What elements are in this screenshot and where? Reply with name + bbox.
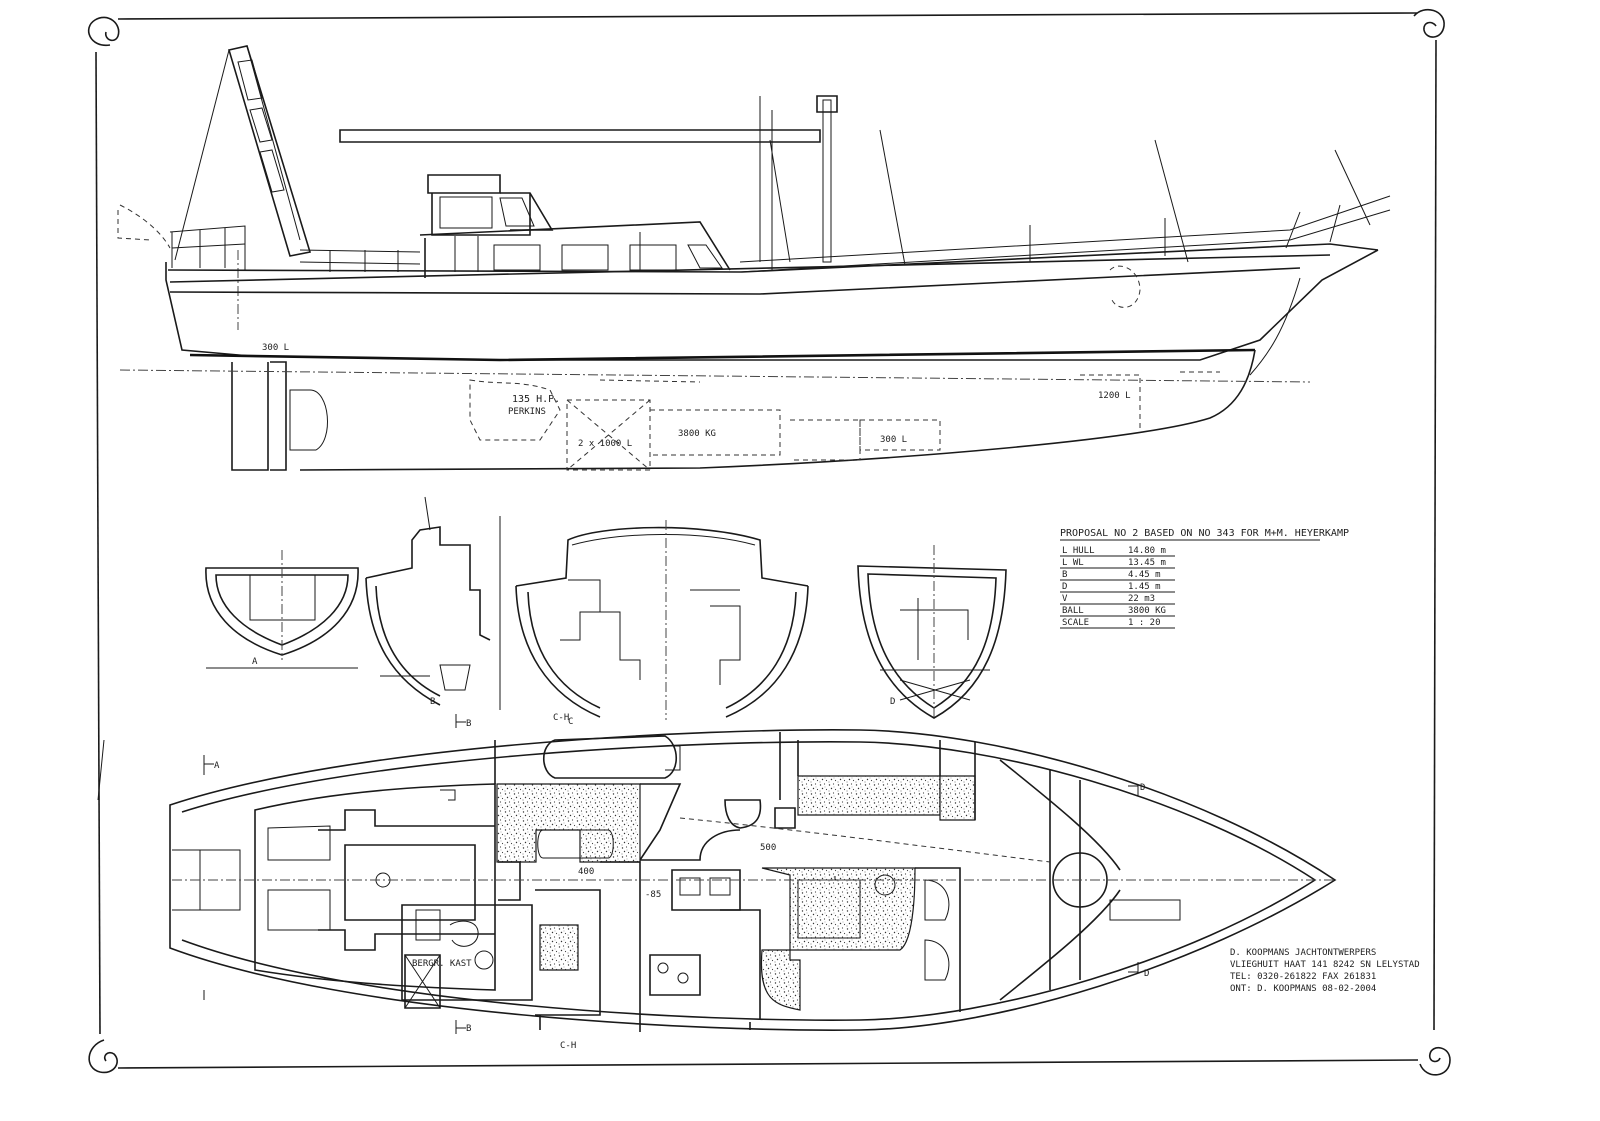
locker-label: BERGR. KAST xyxy=(412,959,472,969)
dim-85: -85 xyxy=(645,890,661,900)
title-block: D. KOOPMANS JACHTONTWERPERS VLIEGHUIT HA… xyxy=(1230,948,1420,994)
section-d-label: D xyxy=(890,697,895,707)
dim-400: 400 xyxy=(578,867,594,877)
spec-value-scale: 1 : 20 xyxy=(1128,618,1161,628)
section-b-label: B xyxy=(430,697,435,707)
section-b: B xyxy=(365,496,501,710)
section-c: C xyxy=(515,520,809,727)
spec-key-lhull: L HULL xyxy=(1062,546,1095,556)
svg-text:A: A xyxy=(214,761,220,771)
spec-key-beam: B xyxy=(1062,570,1067,580)
spec-value-draft: 1.45 m xyxy=(1128,582,1161,592)
svg-text:B: B xyxy=(466,1024,471,1034)
cut-marker-a: A xyxy=(203,755,220,1000)
spec-key-draft: D xyxy=(1062,582,1067,592)
title-line-2: VLIEGHUIT HAAT 141 8242 SN LELYSTAD xyxy=(1230,960,1420,970)
spec-key-lwl: L WL xyxy=(1062,558,1084,568)
title-line-4: ONT: D. KOOPMANS 08-02-2004 xyxy=(1230,984,1376,994)
engine-make-label: PERKINS xyxy=(508,407,546,417)
spec-value-ballast: 3800 KG xyxy=(1128,606,1166,616)
spec-table: PROPOSAL NO 2 BASED ON NO 343 FOR M+M. H… xyxy=(1060,528,1349,629)
spec-row: B 4.45 m xyxy=(1060,570,1175,581)
holding-tank-label: 1200 L xyxy=(1098,391,1131,401)
main-mast xyxy=(339,95,1371,270)
dim-500: 500 xyxy=(760,843,776,853)
sheet-border xyxy=(87,8,1451,1076)
cut-marker-ch: C-H C-H xyxy=(553,713,576,1051)
cut-marker-d: D D xyxy=(1128,783,1149,979)
profile-tanks: 135 H.P. PERKINS 2 x 1000 L 3800 KG 300 … xyxy=(262,343,1220,471)
title-line-3: TEL: 0320-261822 FAX 261831 xyxy=(1230,972,1376,982)
deckhouse xyxy=(419,174,731,278)
profile-view: 135 H.P. PERKINS 2 x 1000 L 3800 KG 300 … xyxy=(117,45,1391,471)
spec-title: PROPOSAL NO 2 BASED ON NO 343 FOR M+M. H… xyxy=(1060,528,1349,539)
section-c-label: C xyxy=(568,717,573,727)
cut-marker-b: B B xyxy=(455,714,471,1034)
spec-row: SCALE 1 : 20 xyxy=(1060,618,1175,629)
spec-row: L HULL 14.80 m xyxy=(1060,546,1175,557)
title-line-1: D. KOOPMANS JACHTONTWERPERS xyxy=(1230,948,1376,958)
section-a: A xyxy=(205,550,359,669)
fuel-tank-label: 2 x 1000 L xyxy=(578,439,632,449)
spec-row: L WL 13.45 m xyxy=(1060,558,1175,569)
svg-text:C-H: C-H xyxy=(553,713,569,723)
svg-text:B: B xyxy=(466,719,471,729)
guard-rails xyxy=(169,195,1391,273)
aft-tank-label: 300 L xyxy=(262,343,289,353)
section-d: D xyxy=(857,545,1007,720)
spec-key-scale: SCALE xyxy=(1062,618,1089,628)
spec-row: V 22 m3 xyxy=(1060,594,1175,605)
spec-value-lwl: 13.45 m xyxy=(1128,558,1166,568)
svg-text:D: D xyxy=(1144,969,1149,979)
ballast-label: 3800 KG xyxy=(678,429,716,439)
svg-text:D: D xyxy=(1140,783,1145,793)
svg-text:C-H: C-H xyxy=(560,1041,576,1051)
hull-profile xyxy=(117,204,1379,471)
mizzen-mast xyxy=(174,45,312,330)
engine-label: 135 H.P. xyxy=(512,394,560,405)
section-a-label: A xyxy=(252,657,258,667)
spec-key-ballast: BALL xyxy=(1062,606,1084,616)
spec-key-volume: V xyxy=(1062,594,1068,604)
spec-row: D 1.45 m xyxy=(1060,582,1175,593)
spec-value-volume: 22 m3 xyxy=(1128,594,1155,604)
spec-value-lhull: 14.80 m xyxy=(1128,546,1166,556)
plan-view: BERGR. KAST xyxy=(169,713,1337,1051)
water-tank-label: 300 L xyxy=(880,435,907,445)
spec-row: BALL 3800 KG xyxy=(1060,606,1175,617)
spec-value-beam: 4.45 m xyxy=(1128,570,1161,580)
